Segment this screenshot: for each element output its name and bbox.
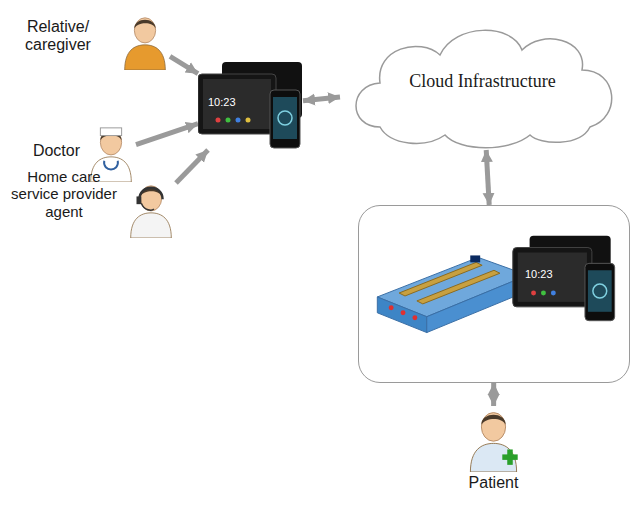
arrow-connector	[303, 97, 340, 101]
person-label: Patient	[444, 474, 543, 492]
person-icon	[126, 180, 176, 238]
agent-node: Home care service provider agent	[126, 180, 176, 238]
device-group-box: 10:23	[358, 205, 630, 383]
sensor-device-illustration	[359, 206, 629, 382]
tablet-node: 10:23	[198, 62, 303, 150]
person-icon	[120, 12, 170, 70]
person-label: Relative/ caregiver	[8, 18, 108, 55]
cloud-node: Cloud Infrastructure	[340, 15, 625, 150]
person-icon	[466, 406, 521, 472]
arrow-connector	[136, 124, 198, 145]
arrow-connector	[170, 56, 198, 73]
cloud-label: Cloud Infrastructure	[380, 71, 585, 92]
caregiver-node: Relative/ caregiver	[120, 12, 170, 70]
person-label: Doctor	[8, 142, 80, 160]
screen-clock: 10:23	[525, 268, 585, 281]
patient-node: Patient	[466, 406, 521, 472]
arrow-connector	[176, 150, 208, 183]
arrow-connector	[491, 383, 496, 406]
arrow-connector	[486, 150, 489, 205]
person-label: Home care service provider agent	[4, 168, 124, 220]
screen-clock: 10:23	[208, 96, 268, 109]
